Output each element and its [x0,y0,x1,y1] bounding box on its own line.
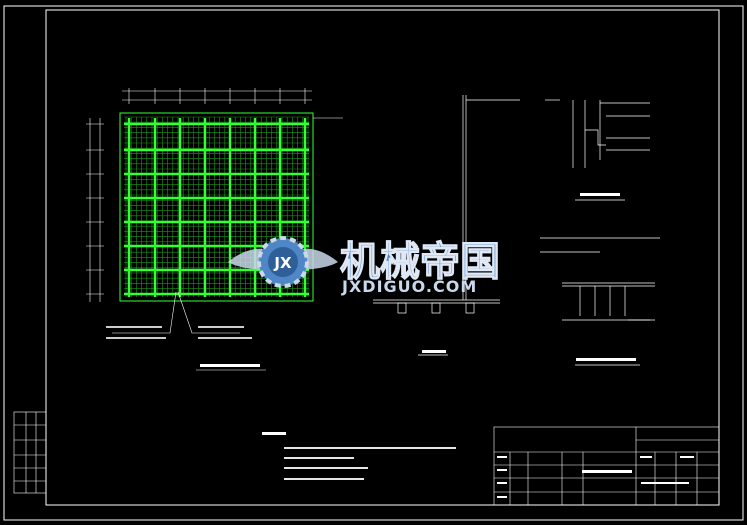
mesh-outline [119,112,314,302]
winged-gear-icon: JX [228,236,338,288]
technical-notes [262,432,456,480]
inner-border [45,9,720,506]
plan-notes [106,326,266,371]
outer-frame [3,5,744,521]
logo-name-en: JXDIGUO.COM [341,277,477,296]
logo-badge-text: JX [273,254,292,272]
watermark-logo: JX 机械帝国 JXDIGUO.COM [228,236,501,296]
revision-strip [13,411,47,494]
detail-top-caption [580,193,620,196]
plan-leaders [112,291,240,334]
dimension-ticks [86,88,306,295]
elevation-caption [422,350,446,353]
logo-name-cn: 机械帝国 [340,239,500,285]
plan-dimensions [89,90,343,302]
detail-bottom-caption [576,358,636,361]
detail-bottom-right [540,237,660,366]
title-block-marks [497,456,694,498]
title-block [493,426,720,506]
elevation-section [373,95,520,356]
mesh-plan-view [119,112,314,302]
detail-top-right [545,99,650,201]
